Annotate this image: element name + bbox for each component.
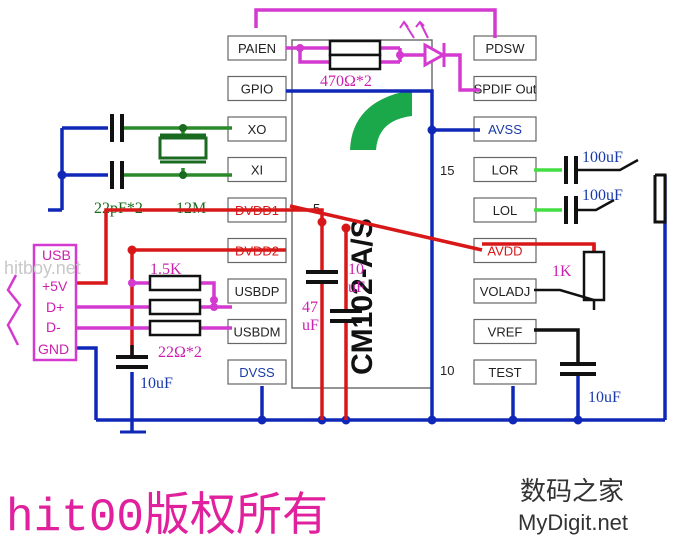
left-pin-label: GPIO: [241, 82, 274, 97]
usb-pin-dminus: D-: [46, 319, 61, 335]
dvdd-cap-47: 47: [302, 299, 318, 316]
usb-circuit: [6, 243, 232, 369]
pin-number-15: 15: [440, 163, 454, 178]
usb-pin-5v: +5V: [42, 278, 68, 294]
left-pin-label: DVSS: [239, 365, 275, 380]
left-pin-label: XI: [251, 163, 263, 178]
chip-part-number: CM102-A/S: [346, 218, 379, 375]
dvdd-cap-10-unit: uF: [348, 279, 365, 296]
crystal-circuit: [110, 114, 232, 189]
left-pin-box: [227, 75, 287, 102]
watermark: hitboy.net: [4, 258, 81, 278]
left-pin-box: [227, 359, 287, 385]
output-circuit: [534, 156, 639, 420]
left-pin-box: [227, 116, 287, 142]
right-pin-label: PDSW: [486, 41, 526, 56]
right-pin-label: TEST: [488, 365, 521, 380]
left-pin-label: PAIEN: [238, 41, 276, 56]
left-pin-box: [227, 318, 287, 345]
right-pin-label: VOLADJ: [480, 284, 531, 299]
left-pin-box: [227, 278, 287, 304]
right-pin-label: LOL: [493, 203, 518, 218]
left-pin-label: USBDP: [235, 284, 280, 299]
right-pin-label: AVDD: [487, 244, 522, 259]
pin-number-10: 10: [440, 363, 454, 378]
right-pin-box: [473, 75, 537, 102]
usb-pullup-label: 1.5K: [150, 261, 182, 278]
right-pin-box: [473, 35, 537, 61]
right-pin-box: [473, 156, 537, 183]
right-pin-label: VREF: [488, 325, 523, 340]
brand-en: MyDigit.net: [518, 510, 628, 535]
usb-series-label: 22Ω*2: [158, 344, 202, 361]
left-pin-label: XO: [248, 122, 267, 137]
right-pin-label: LOR: [492, 163, 519, 178]
right-pin-box: [473, 359, 537, 385]
right-pin-label: AVSS: [488, 122, 522, 137]
right-pin-box: [473, 197, 537, 223]
left-pin-box: [227, 35, 287, 61]
usb-cap-label: 10uF: [140, 375, 173, 392]
left-pin-box: [227, 156, 287, 183]
lol-cap-label: 100uF: [582, 187, 623, 204]
ground-network: [48, 89, 667, 434]
left-pin-label: USBDM: [234, 325, 281, 340]
brand-cn: 数码之家: [520, 476, 624, 506]
dvdd-cap-47-unit: uF: [302, 317, 319, 334]
usb-title: USB: [42, 247, 71, 263]
vref-cap-label: 10uF: [588, 389, 621, 406]
led-resistor-label: 470Ω*2: [320, 73, 372, 90]
lor-cap-label: 100uF: [582, 149, 623, 166]
usb-pin-gnd: GND: [38, 341, 69, 357]
voladj-res-label: 1K: [552, 263, 572, 280]
dvdd-cap-10: 10: [348, 261, 364, 278]
usb-pin-dplus: D+: [46, 299, 64, 315]
chip-logo: [350, 90, 412, 150]
copyright-text: hit00版权所有: [6, 491, 328, 544]
right-pin-label: SPDIF Out: [474, 82, 537, 97]
led-circuit: [254, 8, 497, 92]
